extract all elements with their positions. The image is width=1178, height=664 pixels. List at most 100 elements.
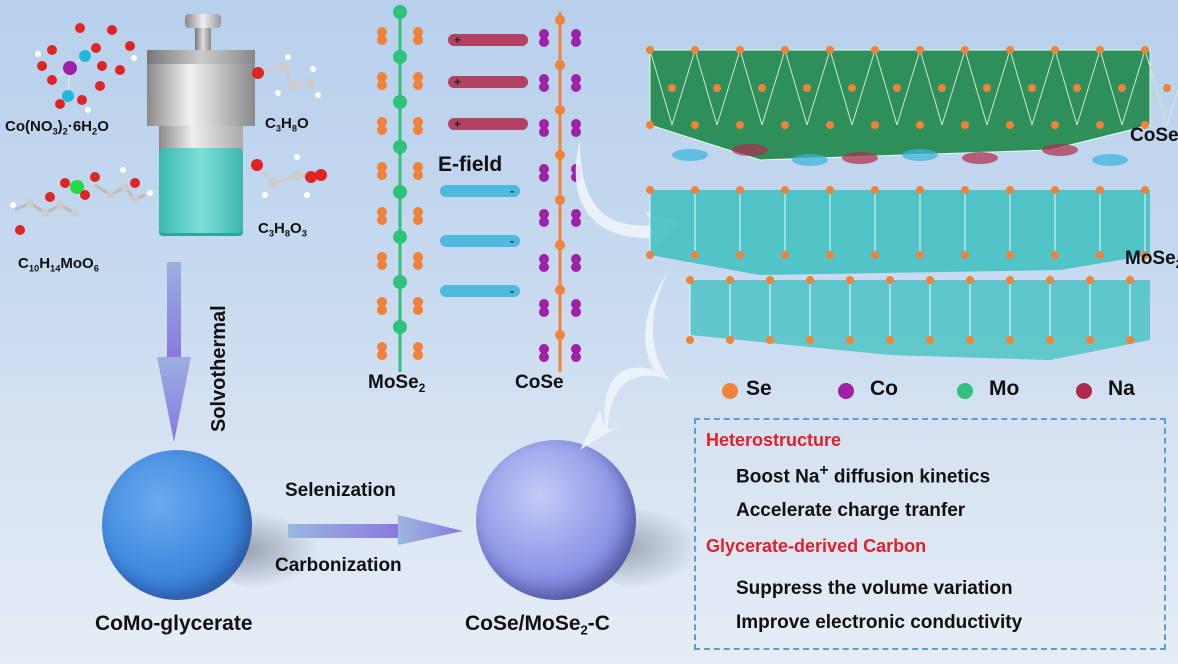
autoclave-knob xyxy=(185,14,221,28)
legend-se-label: Se xyxy=(746,377,772,400)
co-atom xyxy=(571,217,581,227)
se-atom xyxy=(413,215,423,225)
sodium-ion xyxy=(902,149,938,161)
se-atom xyxy=(377,117,387,127)
co-atom xyxy=(539,127,549,137)
se-atom xyxy=(377,162,387,172)
se-atom xyxy=(377,215,387,225)
se-atom xyxy=(555,60,565,70)
se-atom xyxy=(413,117,423,127)
se-atom xyxy=(413,170,423,180)
legend-co-label: Co xyxy=(870,377,898,400)
selenization-arrow xyxy=(288,515,463,545)
se-atom xyxy=(377,260,387,270)
co-atom xyxy=(571,307,581,317)
co-atom xyxy=(571,29,581,39)
positive-sign: + xyxy=(454,33,461,47)
co-atom xyxy=(539,37,549,47)
glycerol-molecule xyxy=(251,154,327,198)
co-atom xyxy=(539,74,549,84)
negative-charge-bar xyxy=(440,235,520,247)
co-atom xyxy=(571,344,581,354)
mose2-chain-label: MoSe2 xyxy=(368,372,426,396)
sodium-ion xyxy=(672,149,708,161)
negative-charge-bar xyxy=(440,185,520,197)
se-atom xyxy=(413,305,423,315)
se-atom xyxy=(413,80,423,90)
positive-sign: + xyxy=(454,117,461,131)
sodium-ion xyxy=(732,144,768,156)
sodium-ion xyxy=(1092,154,1128,166)
cose-mose2-c-sphere xyxy=(476,440,636,600)
se-atom xyxy=(555,150,565,160)
autoclave xyxy=(145,14,257,236)
se-atom xyxy=(555,15,565,25)
como-glycerate-label: CoMo-glycerate xyxy=(95,612,253,635)
co-atom xyxy=(539,172,549,182)
legend-na-label: Na xyxy=(1108,377,1135,400)
heterostructure-heading: Heterostructure xyxy=(706,430,842,450)
se-atom xyxy=(413,35,423,45)
cose-chain-label: CoSe xyxy=(515,372,564,393)
advantage-item: Improve electronic conductivity xyxy=(736,612,1023,633)
se-atom xyxy=(377,170,387,180)
selenization-label: Selenization xyxy=(285,480,396,501)
negative-sign: - xyxy=(510,184,514,198)
se-atom xyxy=(377,342,387,352)
positive-sign: + xyxy=(454,75,461,89)
se-atom xyxy=(555,330,565,340)
cobalt-nitrate-molecule xyxy=(35,23,137,113)
mo-atom xyxy=(393,95,407,109)
legend-mo-label: Mo xyxy=(989,377,1020,400)
mose2-lower-layer xyxy=(690,280,1150,360)
carbonization-label: Carbonization xyxy=(275,555,402,576)
positive-charge-bar xyxy=(448,118,528,130)
sodium-ion xyxy=(1042,144,1078,156)
mo-atom xyxy=(393,50,407,64)
co-atom xyxy=(571,74,581,84)
legend-se-dot xyxy=(722,383,738,399)
co-atom xyxy=(571,119,581,129)
se-atom xyxy=(377,305,387,315)
se-atom xyxy=(413,207,423,217)
negative-charge-bar xyxy=(440,285,520,297)
se-atom xyxy=(413,260,423,270)
co-atom xyxy=(539,262,549,272)
advantage-item: Accelerate charge tranfer xyxy=(736,500,966,521)
autoclave-lid xyxy=(147,64,255,126)
cose-mose2-c-label: CoSe/MoSe2-C xyxy=(465,612,610,638)
mo-atom xyxy=(393,275,407,289)
solvothermal-label: Solvothermal xyxy=(208,305,230,432)
sodium-ion xyxy=(842,152,878,164)
isopropanol-label: C3H8O xyxy=(265,115,309,134)
co-atom xyxy=(539,29,549,39)
molybdenyl-label: C10H14MoO6 xyxy=(18,255,99,274)
legend-co-dot xyxy=(838,383,854,399)
heterointerface-chains: +++--- xyxy=(377,5,581,372)
co-atom xyxy=(539,299,549,309)
co-atom xyxy=(539,164,549,174)
co-atom xyxy=(571,262,581,272)
co-atom xyxy=(571,352,581,362)
efield-label: E-field xyxy=(438,153,503,176)
se-atom xyxy=(413,297,423,307)
co-atom xyxy=(571,254,581,264)
se-atom xyxy=(413,162,423,172)
se-atom xyxy=(555,285,565,295)
se-atom xyxy=(413,252,423,262)
se-atom xyxy=(413,72,423,82)
mo-atom xyxy=(393,140,407,154)
layered-structure xyxy=(646,46,1178,360)
mose2-upper-layer xyxy=(650,190,1150,275)
positive-charge-bar xyxy=(448,76,528,88)
co-atom xyxy=(539,344,549,354)
se-atom xyxy=(377,72,387,82)
mo-atom xyxy=(393,320,407,334)
curved-arrows xyxy=(575,140,678,450)
positive-charge-bar xyxy=(448,34,528,46)
se-atom xyxy=(555,195,565,205)
se-atom xyxy=(413,125,423,135)
se-atom xyxy=(377,350,387,360)
negative-sign: - xyxy=(510,284,514,298)
legend-mo-dot xyxy=(957,383,973,399)
